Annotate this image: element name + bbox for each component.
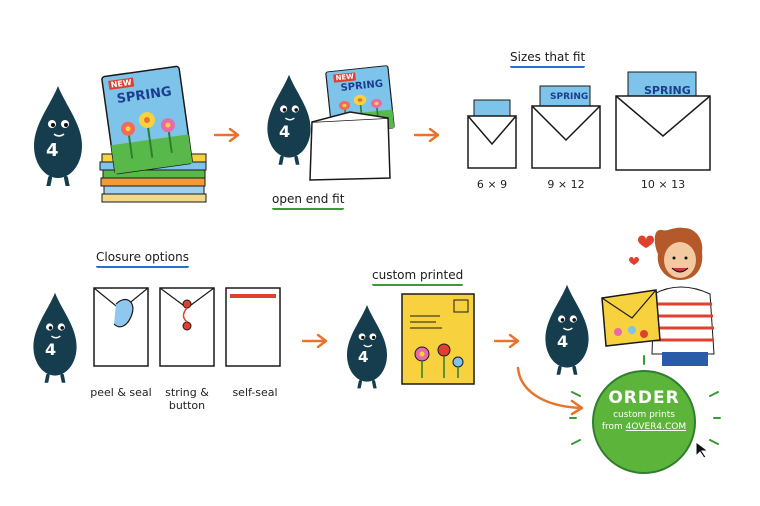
mascot-drop-icon — [28, 286, 82, 386]
mascot-step4: 4 — [28, 286, 88, 392]
self-seal-envelope-icon — [225, 287, 281, 367]
order-line1: custom prints — [613, 410, 675, 420]
envelope-small-icon — [467, 99, 517, 169]
size-envelope-6x9 — [466, 98, 518, 170]
mascot-step2: 4 — [262, 68, 322, 180]
order-site-link[interactable]: 4OVER4.COM — [625, 422, 687, 432]
arrow-icon — [214, 128, 240, 142]
curved-arrow-icon — [516, 366, 584, 416]
envelope-large-icon — [615, 71, 711, 171]
size-catalog-title: SPRING — [644, 84, 691, 97]
size-label-10x13: 10 × 13 — [640, 178, 686, 191]
sizes-heading: Sizes that fit — [510, 50, 586, 68]
custom-envelope-icon — [401, 293, 475, 385]
mascot-label: 4 — [557, 332, 569, 351]
closure-label-self-seal: self-seal — [232, 386, 278, 399]
size-label-9x12: 9 × 12 — [547, 178, 585, 191]
mascot-step6: 4 — [540, 280, 600, 380]
arrow-icon — [414, 128, 440, 142]
mascot-label: 4 — [45, 340, 57, 359]
size-catalog-title: SPRING — [550, 92, 589, 102]
mascot-label: 4 — [279, 122, 291, 141]
closure-label-peel-seal: peel & seal — [90, 386, 152, 399]
custom-heading: custom printed — [372, 268, 464, 286]
size-envelope-9x12: SPRING — [530, 84, 602, 170]
mascot-label: 4 — [46, 140, 59, 161]
order-button[interactable]: ORDER custom prints from 4OVER4.COM — [592, 370, 696, 474]
closure-label-string-button: string & button — [165, 386, 209, 412]
size-label-6x9: 6 × 9 — [476, 178, 508, 191]
arrow-icon — [494, 334, 520, 348]
mascot-step5: 4 — [342, 298, 402, 398]
arrow-icon — [302, 334, 328, 348]
closure-heading: Closure options — [96, 250, 189, 268]
peel-seal-envelope-icon — [93, 287, 149, 367]
envelope-medium-icon — [531, 85, 601, 169]
cursor-icon — [695, 441, 710, 459]
order-title: ORDER — [608, 388, 680, 408]
customer-person-icon — [651, 227, 715, 366]
open-end-envelope-icon — [309, 111, 391, 181]
mascot-drop-icon — [28, 78, 88, 190]
catalog-spring: NEW SPRING — [97, 65, 196, 176]
mascot-drop-icon — [342, 298, 392, 392]
string-button-envelope-icon — [159, 287, 215, 367]
delivered-envelope-icon — [601, 289, 661, 347]
open-end-caption: open end fit — [272, 192, 345, 210]
heart-icon — [629, 235, 654, 265]
mascot-label: 4 — [358, 348, 369, 366]
order-line2-prefix: from — [601, 422, 623, 432]
mascot-step1: 4 — [28, 78, 128, 198]
order-burst-icon — [569, 355, 721, 445]
size-envelope-10x13: SPRING — [614, 70, 712, 172]
